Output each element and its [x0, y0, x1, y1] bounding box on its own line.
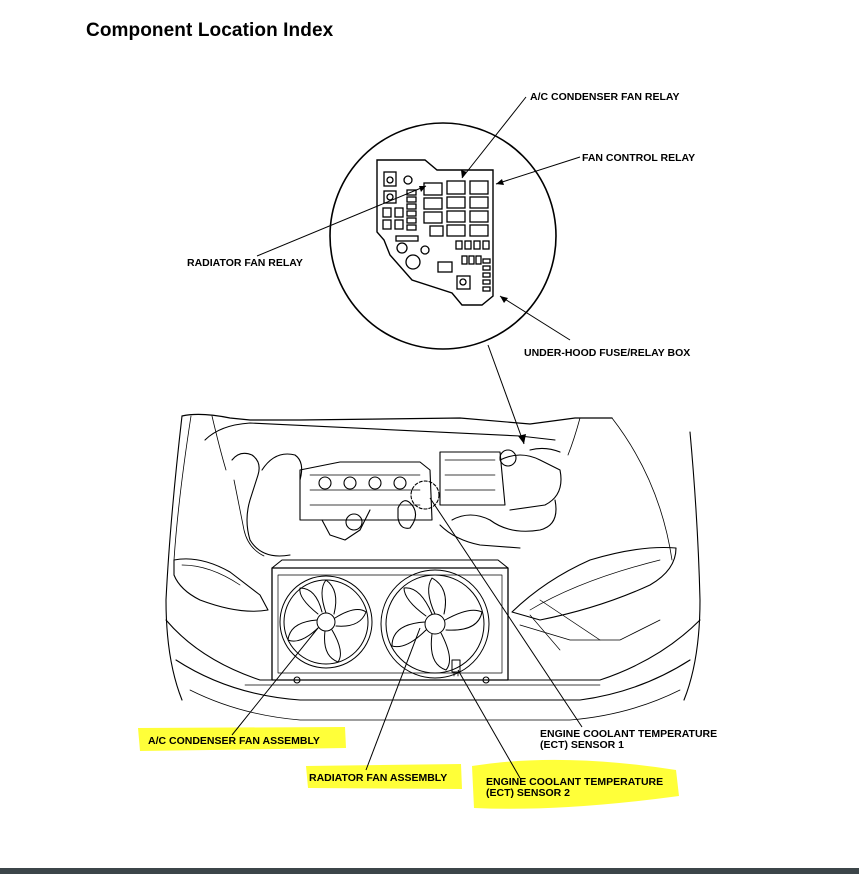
radiator-fan [380, 569, 490, 679]
label-ect-sensor-1-line1: ENGINE COOLANT TEMPERATURE [540, 728, 717, 740]
vehicle-front-view [165, 413, 701, 721]
page-title: Component Location Index [86, 20, 334, 41]
label-ac-condenser-fan-relay: A/C CONDENSER FAN RELAY [530, 91, 680, 103]
label-ac-condenser-fan-assembly: A/C CONDENSER FAN ASSEMBLY [148, 735, 320, 747]
highlight-ac-condenser-fan-assembly [138, 727, 346, 751]
bottom-bar [0, 868, 859, 874]
magnified-fuse-box-view [329, 122, 557, 350]
highlight-radiator-fan-assembly [306, 764, 462, 789]
ac-condenser-fan [279, 575, 373, 669]
callout-labels: A/C CONDENSER FAN RELAY FAN CONTROL RELA… [148, 91, 717, 799]
radiator-core [271, 567, 509, 681]
label-radiator-fan-assembly: RADIATOR FAN ASSEMBLY [309, 772, 447, 784]
label-ect-sensor-1-line2: (ECT) SENSOR 1 [540, 739, 624, 751]
leader-arrowheads [419, 170, 526, 444]
fuse-box-outline [376, 159, 494, 306]
leader-lines [231, 96, 583, 779]
magnifier-circle [329, 122, 557, 350]
label-radiator-fan-relay: RADIATOR FAN RELAY [187, 257, 303, 269]
label-ect-sensor-2-line2: (ECT) SENSOR 2 [486, 787, 570, 799]
label-fan-control-relay: FAN CONTROL RELAY [582, 152, 695, 164]
highlight-marks [138, 727, 679, 809]
label-ect-sensor-2-line1: ENGINE COOLANT TEMPERATURE [486, 776, 663, 788]
label-under-hood-fuse-relay-box: UNDER-HOOD FUSE/RELAY BOX [524, 347, 690, 359]
highlight-ect-sensor-2 [472, 759, 679, 809]
